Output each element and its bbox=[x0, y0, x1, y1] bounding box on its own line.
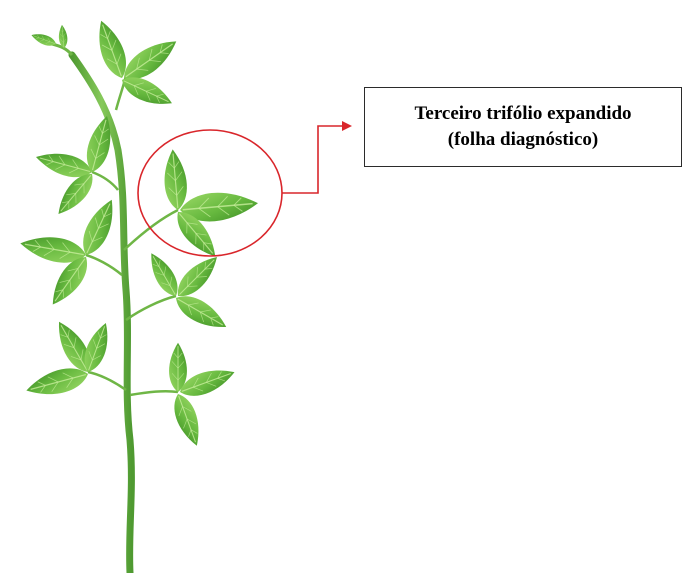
callout-label-box: Terceiro trifólio expandido (folha diagn… bbox=[364, 87, 682, 167]
trifoliate-leaf-1 bbox=[91, 17, 183, 112]
apical-shoot bbox=[30, 25, 72, 55]
callout-title: Terceiro trifólio expandido bbox=[414, 101, 631, 127]
trifoliate-leaf-6 bbox=[23, 317, 126, 402]
highlight-circle bbox=[138, 130, 282, 256]
callout-subtitle: (folha diagnóstico) bbox=[448, 127, 598, 153]
trifoliate-leaf-4 bbox=[18, 195, 122, 310]
trifoliate-leaf-5 bbox=[126, 249, 231, 336]
trifoliate-leaf-7 bbox=[130, 343, 238, 449]
trifoliate-leaf-2 bbox=[33, 113, 118, 220]
callout-arrow bbox=[282, 121, 352, 193]
